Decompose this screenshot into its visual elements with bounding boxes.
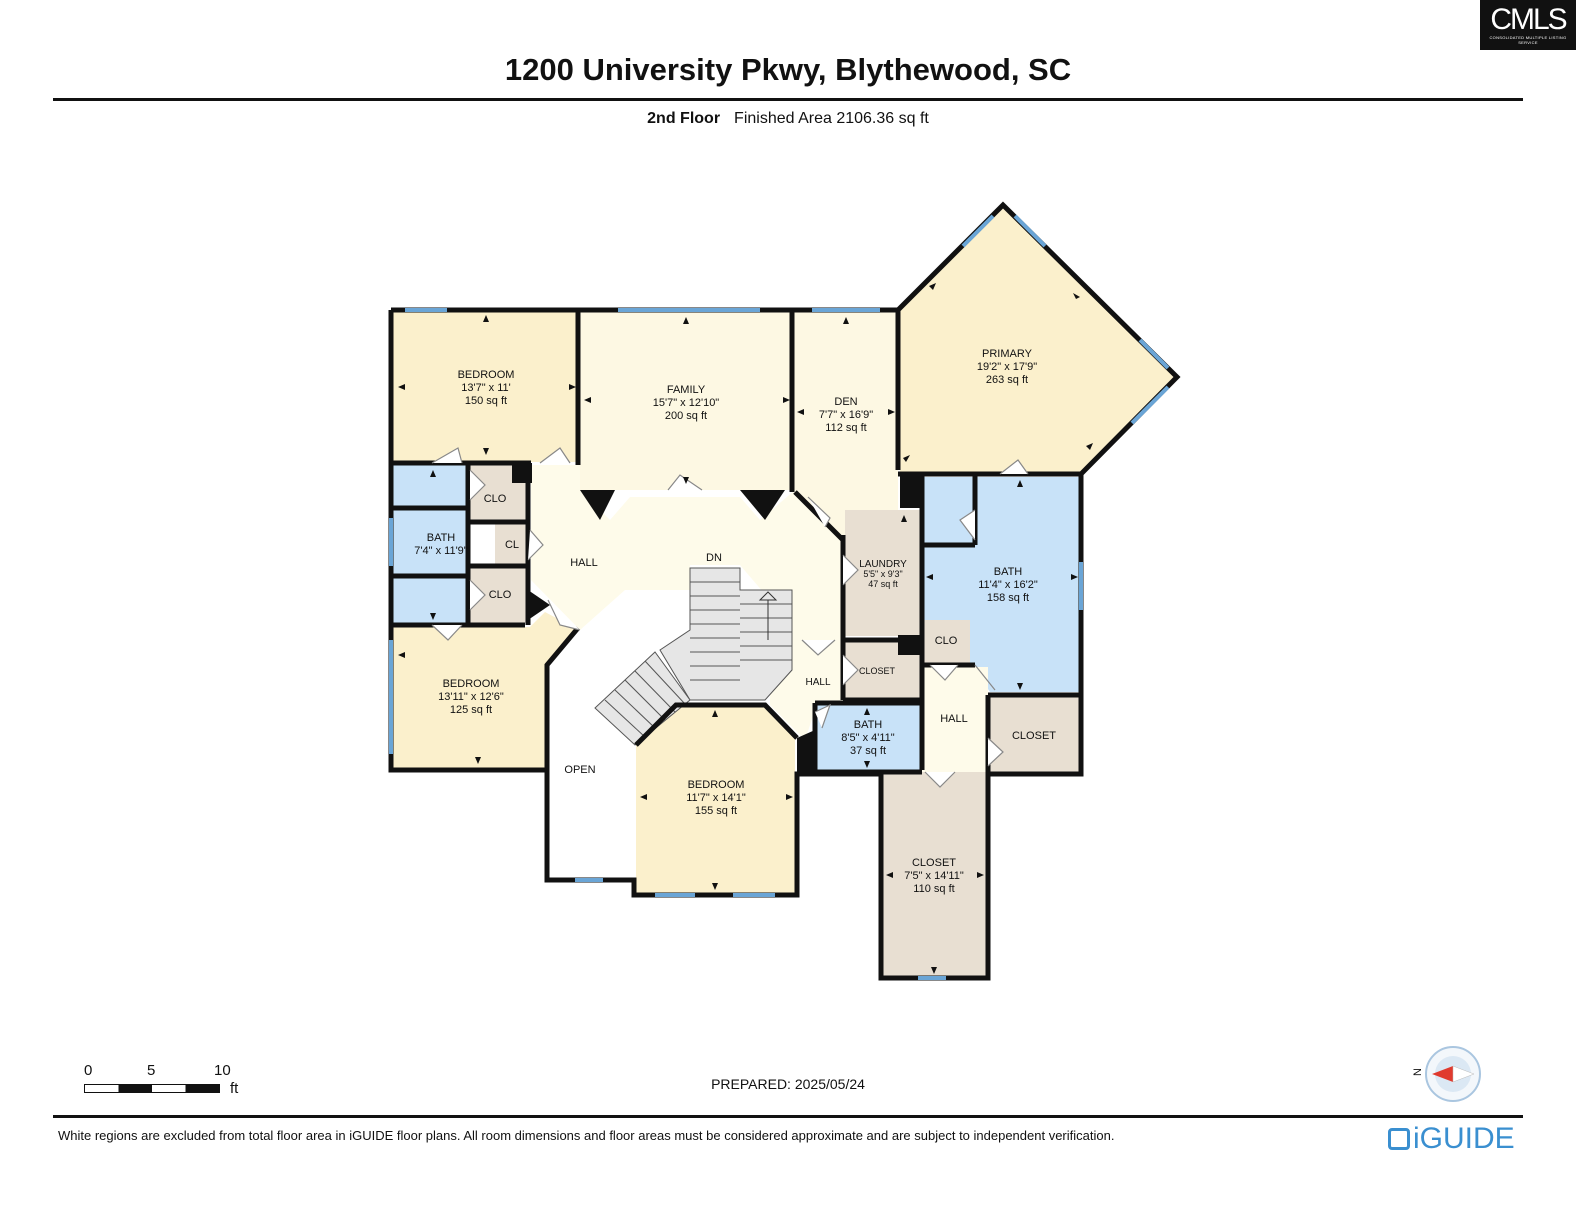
bath2-dims: 8'5" x 4'11" — [841, 732, 894, 744]
page-title: 1200 University Pkwy, Blythewood, SC — [504, 52, 1072, 87]
bedroom2-name: BEDROOM — [443, 678, 500, 690]
prepared-date: PREPARED: 2025/05/24 — [711, 1076, 865, 1092]
iguide-logo: iGUIDE — [1388, 1122, 1515, 1156]
cl-fill — [495, 524, 528, 564]
primary-dims: 19'2" x 17'9" — [977, 361, 1037, 373]
family-fill — [580, 312, 793, 490]
walls — [388, 201, 1181, 981]
iguide-brand: iGUIDE — [1413, 1122, 1515, 1155]
bath2-area: 37 sq ft — [850, 745, 886, 757]
closet-small-name: CLOSET — [859, 666, 896, 676]
disclaimer-text: White regions are excluded from total fl… — [58, 1128, 1115, 1143]
clo2-name: CLO — [489, 589, 512, 601]
scale-unit: ft — [230, 1080, 239, 1097]
scale-label-5: 5 — [147, 1062, 156, 1079]
primary-name: PRIMARY — [982, 348, 1033, 360]
bath1-fill — [393, 465, 469, 623]
laundry-name: LAUNDRY — [859, 559, 907, 570]
logo-subtext: CONSOLIDATED MULTIPLE LISTING SERVICE — [1489, 35, 1567, 45]
hall1-name: HALL — [570, 557, 598, 569]
finished-area: Finished Area 2106.36 sq ft — [734, 110, 929, 127]
bath1-name: BATH — [427, 532, 456, 544]
iguide-camera-icon — [1388, 1128, 1410, 1150]
wall-corners — [512, 463, 922, 772]
scale-bar-graphic — [84, 1084, 220, 1093]
bedroom3-fill — [636, 705, 795, 893]
bedroom3-name: BEDROOM — [688, 779, 745, 791]
open-label: OPEN — [564, 764, 595, 776]
floor-summary: 2nd Floor Finished Area 2106.36 sq ft — [0, 110, 1576, 128]
room-labels: BEDROOM 13'7" x 11' 150 sq ft FAMILY 15'… — [414, 348, 1056, 895]
closet2-name: CLOSET — [1012, 730, 1056, 742]
clo3-name: CLO — [935, 635, 958, 647]
closet3-name: CLOSET — [912, 857, 956, 869]
family-dims: 15'7" x 12'10" — [653, 397, 720, 409]
laundry-fill — [845, 510, 921, 636]
cmls-logo: CMLS CONSOLIDATED MULTIPLE LISTING SERVI… — [1480, 0, 1576, 50]
scale-label-10: 10 — [214, 1062, 231, 1079]
bedroom1-fill — [393, 312, 579, 462]
bedroom3-dims: 11'7" x 14'1" — [686, 792, 746, 804]
cl-name: CL — [505, 539, 519, 551]
laundry-area: 47 sq ft — [868, 579, 898, 589]
clo3-fill — [922, 620, 970, 664]
bedroom2-dims: 13'11" x 12'6" — [438, 691, 504, 703]
family-area: 200 sq ft — [665, 410, 707, 422]
hall1-fill — [531, 465, 845, 705]
bath1-dims: 7'4" x 11'9" — [414, 545, 467, 557]
doors — [431, 447, 1029, 788]
bedroom1-area: 150 sq ft — [465, 395, 507, 407]
primary-area: 263 sq ft — [986, 374, 1028, 386]
compass-icon: N — [1412, 1046, 1488, 1106]
closet3-fill — [883, 772, 987, 977]
laundry-dims: 5'5" x 9'3" — [863, 569, 902, 579]
header-divider — [53, 98, 1523, 101]
clo1-name: CLO — [484, 493, 507, 505]
hall3-name: HALL — [940, 713, 968, 725]
hall2-fill — [770, 640, 845, 740]
logo-text: CMLS — [1490, 3, 1567, 36]
primary-fill — [900, 207, 1176, 474]
bedroom1-dims: 13'7" x 11' — [461, 382, 511, 394]
den-dims: 7'7" x 16'9" — [819, 409, 873, 421]
den-area: 112 sq ft — [825, 422, 866, 434]
family-name: FAMILY — [667, 384, 706, 396]
staircase — [594, 567, 793, 746]
footer-divider — [53, 1115, 1523, 1118]
scale-bar: 0 5 10 ft — [84, 1062, 254, 1102]
bedroom1-name: BEDROOM — [458, 369, 515, 381]
bedroom2-fill — [393, 612, 575, 768]
bath-primary-dims: 11'4" x 16'2" — [978, 579, 1038, 591]
hall2-name: HALL — [805, 677, 830, 688]
closet3-dims: 7'5" x 14'11" — [904, 870, 964, 882]
bath-primary-area: 158 sq ft — [987, 592, 1029, 604]
closet2-fill — [990, 695, 1080, 772]
bedroom3-area: 155 sq ft — [695, 805, 737, 817]
dimension-arrows — [398, 283, 1093, 974]
closet3-area: 110 sq ft — [913, 883, 954, 895]
floor-label: 2nd Floor — [647, 110, 721, 127]
dn-label: DN — [706, 552, 722, 564]
windows — [389, 214, 1170, 980]
room-fills — [393, 207, 1176, 977]
bath-primary-name: BATH — [994, 566, 1023, 578]
scale-label-0: 0 — [84, 1062, 93, 1079]
den-name: DEN — [834, 396, 857, 408]
hall3-fill — [922, 667, 988, 772]
bath2-name: BATH — [854, 719, 883, 731]
bedroom2-area: 125 sq ft — [450, 704, 492, 716]
